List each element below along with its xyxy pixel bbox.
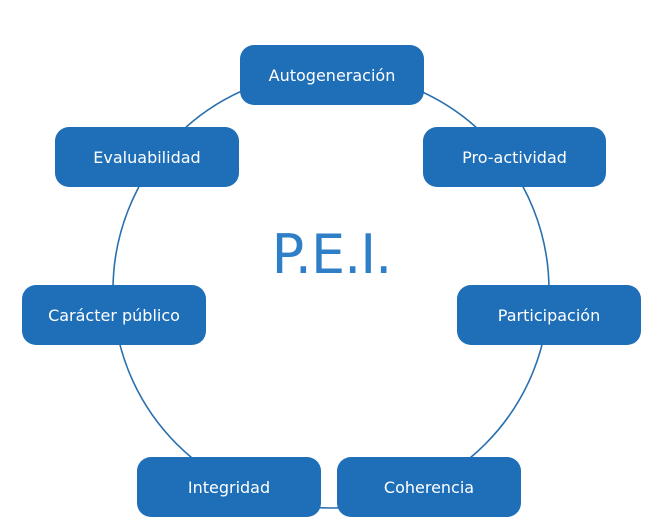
node-integridad: Integridad [137,457,321,517]
node-pro-actividad: Pro-actividad [423,127,606,187]
center-title: P.E.I. [271,223,393,286]
node-caracter-publico: Carácter público [22,285,206,345]
node-coherencia: Coherencia [337,457,521,517]
node-autogeneracion: Autogeneración [240,45,424,105]
node-evaluabilidad: Evaluabilidad [55,127,239,187]
node-participacion: Participación [457,285,641,345]
